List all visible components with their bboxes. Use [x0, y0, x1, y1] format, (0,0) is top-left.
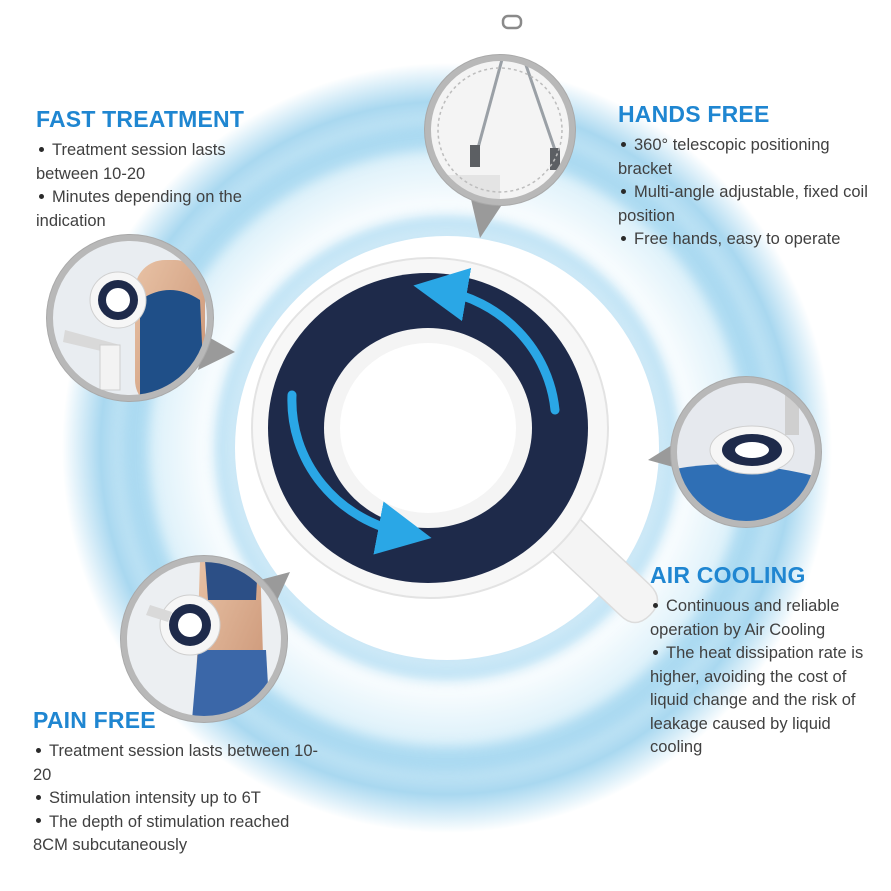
bullet-dot-icon	[39, 193, 44, 199]
list-item: Treatment session lasts between 10-20	[36, 141, 226, 183]
section-title: PAIN FREE	[33, 707, 156, 733]
fast-treatment-section: FAST TREATMENT Treatment session lasts b…	[36, 106, 286, 233]
pain-free-section: PAIN FREE Treatment session lasts betwee…	[33, 707, 323, 858]
bullet-dot-icon	[653, 649, 658, 655]
list-item: Multi-angle adjustable, fixed coil posit…	[618, 183, 868, 225]
bullet-list: Continuous and reliable operation by Air…	[650, 595, 882, 760]
list-item: Treatment session lasts between 10-20	[33, 742, 319, 784]
bullet-dot-icon	[36, 747, 41, 753]
section-title: AIR COOLING	[650, 562, 806, 588]
list-item: 360° telescopic positioning bracket	[618, 136, 830, 178]
list-item: Continuous and reliable operation by Air…	[650, 597, 840, 639]
bullet-list: Treatment session lasts between 10-20 St…	[33, 740, 323, 858]
bullet-dot-icon	[36, 794, 41, 800]
section-title: HANDS FREE	[618, 101, 770, 127]
rotation-arrow-icon	[413, 267, 560, 415]
photo-bubble-bracket	[424, 14, 576, 238]
list-item: Free hands, easy to operate	[618, 228, 878, 252]
bullet-dot-icon	[653, 602, 658, 608]
list-item: The heat dissipation rate is higher, avo…	[650, 644, 864, 756]
bullet-list: Treatment session lasts between 10-20 Mi…	[36, 139, 286, 233]
coil-device	[251, 257, 659, 624]
photo-bubble-abdomen	[120, 555, 290, 723]
bullet-dot-icon	[621, 141, 626, 147]
section-title: FAST TREATMENT	[36, 106, 245, 132]
list-item: The depth of stimulation reached 8CM sub…	[33, 812, 290, 855]
hands-free-section: HANDS FREE 360° telescopic positioning b…	[618, 101, 878, 252]
rotation-arrow-icon	[287, 390, 432, 555]
list-item: Stimulation intensity up to 6T	[33, 787, 323, 811]
bullet-dot-icon	[621, 188, 626, 194]
bullet-dot-icon	[621, 235, 626, 241]
air-cooling-section: AIR COOLING Continuous and reliable oper…	[650, 562, 882, 760]
bullet-dot-icon	[36, 818, 41, 824]
photo-bubble-back	[46, 234, 235, 402]
bullet-dot-icon	[39, 146, 44, 152]
photo-bubble-chair	[648, 376, 822, 528]
list-item: Minutes depending on the indication	[36, 188, 242, 230]
bullet-list: 360° telescopic positioning bracket Mult…	[618, 134, 878, 252]
